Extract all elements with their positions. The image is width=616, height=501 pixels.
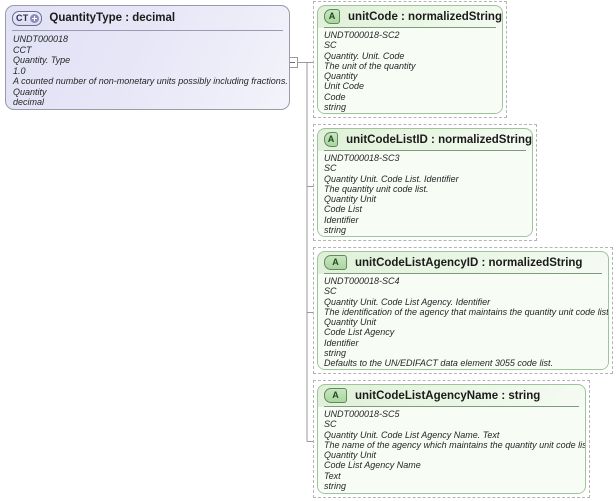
attribute-node-unitcodelistid[interactable]: A unitCodeListID : normalizedString UNDT… — [313, 124, 537, 241]
complex-type-badge-label: CT — [16, 12, 29, 23]
attribute-body: UNDT000018-SC4 SC Quantity Unit. Code Li… — [318, 274, 609, 369]
attribute-title: unitCode : normalizedString — [348, 10, 502, 23]
attribute-line: UNDT000018-SC3 — [324, 153, 400, 163]
attribute-title: unitCodeListAgencyName : string — [355, 389, 541, 402]
complex-type-line: UNDT000018 — [13, 34, 69, 44]
attribute-line: SC — [324, 419, 337, 430]
complex-type-badge: CT — [12, 10, 43, 26]
complex-type-node-quantitytype[interactable]: CT QuantityType : decimal UNDT000018 CCT… — [5, 5, 290, 110]
complex-type-title: QuantityType : decimal — [49, 12, 176, 24]
attribute-divider — [324, 273, 602, 274]
attribute-node-inner: A unitCodeListAgencyID : normalizedStrin… — [317, 251, 609, 370]
attribute-header: A unitCode : normalizedString — [318, 6, 502, 27]
complex-type-line: Quantity. Type — [13, 55, 71, 65]
attribute-header: A unitCodeListAgencyID : normalizedStrin… — [318, 252, 608, 273]
attribute-line: Quantity Unit. Code List Agency. Identif… — [324, 296, 491, 307]
attribute-node-inner: A unitCodeListAgencyName : string UNDT00… — [317, 384, 586, 494]
attribute-line: SC — [324, 163, 337, 174]
attribute-line: Identifier — [324, 337, 359, 348]
attribute-line: SC — [324, 286, 337, 297]
attribute-line: Code List Agency — [324, 327, 395, 338]
attribute-line: Code List Agency Name — [324, 460, 421, 471]
attribute-node-unitcode[interactable]: A unitCode : normalizedString UNDT000018… — [313, 1, 507, 118]
attribute-node-unitcodelistagencyname[interactable]: A unitCodeListAgencyName : string UNDT00… — [313, 380, 590, 498]
attribute-line: UNDT000018-SC2 — [324, 30, 400, 40]
attribute-line: Code — [324, 91, 346, 102]
attribute-line: string — [324, 102, 347, 113]
minus-icon — [290, 62, 295, 63]
attribute-line: Quantity Unit — [324, 194, 377, 205]
complex-type-line: Quantity — [13, 86, 47, 97]
attribute-line: Quantity. Unit. Code — [324, 50, 405, 61]
attribute-header: A unitCodeListAgencyName : string — [318, 385, 585, 406]
attribute-line: Quantity Unit — [324, 450, 377, 461]
attribute-line: SC — [324, 40, 337, 51]
complex-type-line: A counted number of non-monetary units p… — [13, 76, 288, 86]
attribute-badge: A — [324, 388, 347, 403]
attribute-line: Quantity Unit — [324, 317, 377, 328]
attribute-line: The identification of the agency that ma… — [324, 306, 609, 317]
plus-icon[interactable] — [30, 13, 40, 23]
attribute-line: Text — [324, 470, 341, 481]
attribute-divider — [324, 150, 526, 151]
attribute-line: The quantity unit code list. — [324, 183, 429, 194]
attribute-line: Defaults to the UN/EDIFACT data element … — [324, 358, 553, 369]
attribute-line: UNDT000018-SC5 — [324, 409, 400, 419]
attribute-line: Code List — [324, 204, 363, 215]
attribute-badge: A — [324, 9, 341, 24]
attribute-line: Unit Code — [324, 81, 365, 92]
attribute-title: unitCodeListAgencyID : normalizedString — [355, 256, 583, 269]
attribute-title: unitCodeListID : normalizedString — [346, 133, 532, 146]
attribute-badge: A — [324, 255, 347, 270]
attribute-line: string — [324, 481, 347, 492]
attribute-line: Identifier — [324, 214, 359, 225]
attribute-divider — [324, 406, 579, 407]
attribute-body: UNDT000018-SC2 SC Quantity. Unit. Code T… — [318, 28, 502, 113]
attribute-node-inner: A unitCode : normalizedString UNDT000018… — [317, 5, 503, 114]
attribute-line: string — [324, 225, 347, 236]
attribute-body: UNDT000018-SC3 SC Quantity Unit. Code Li… — [318, 151, 532, 236]
attribute-line: Quantity Unit. Code List. Identifier — [324, 173, 459, 184]
complex-type-header: CT QuantityType : decimal — [6, 6, 289, 30]
attribute-badge: A — [324, 132, 339, 147]
attribute-line: UNDT000018-SC4 — [324, 276, 400, 286]
complex-type-divider — [12, 30, 283, 31]
attribute-line: string — [324, 348, 347, 359]
attribute-line: Quantity — [324, 71, 358, 82]
attribute-node-unitcodelistagencyid[interactable]: A unitCodeListAgencyID : normalizedStrin… — [313, 247, 613, 374]
attribute-body: UNDT000018-SC5 SC Quantity Unit. Code Li… — [318, 407, 586, 493]
attribute-line: Quantity Unit. Code List Agency Name. Te… — [324, 429, 500, 440]
attribute-divider — [324, 27, 496, 28]
complex-type-line: CCT — [13, 44, 32, 55]
complex-type-body: UNDT000018 CCT Quantity. Type 1.0 A coun… — [6, 31, 289, 108]
attribute-header: A unitCodeListID : normalizedString — [318, 129, 532, 150]
attribute-line: The name of the agency which maintains t… — [324, 439, 586, 450]
complex-type-line: decimal — [13, 97, 45, 107]
attribute-node-inner: A unitCodeListID : normalizedString UNDT… — [317, 128, 533, 237]
attribute-line: The unit of the quantity — [324, 60, 416, 71]
complex-type-line: 1.0 — [13, 65, 26, 76]
